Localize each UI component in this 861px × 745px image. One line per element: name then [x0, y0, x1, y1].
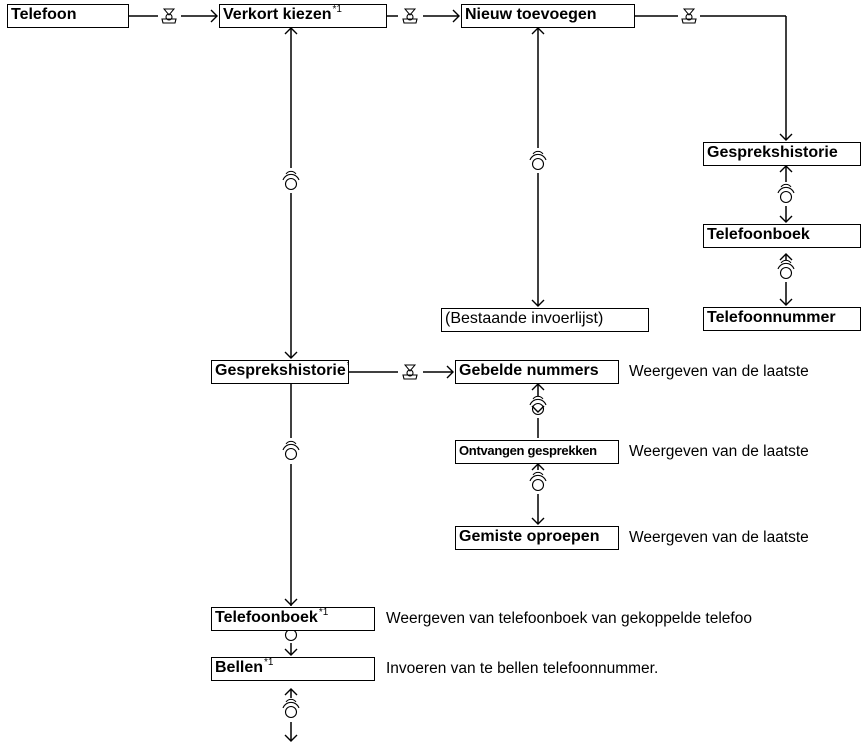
bestaande-invoerlijst-label: (Bestaande invoerlijst)	[445, 310, 604, 327]
footnote-mark: *1	[318, 607, 329, 618]
telefoonboek-box: Telefoonboek*1	[211, 607, 375, 631]
bestaande-invoerlijst-box: (Bestaande invoerlijst)	[441, 308, 649, 332]
telefoonnummer-label: Telefoonnummer	[707, 309, 836, 326]
rotate-knob-icon	[777, 259, 795, 280]
push-knob-icon	[402, 364, 418, 380]
gemiste-oproepen-label: Gemiste oproepen	[459, 528, 600, 545]
nieuw-toevoegen-label: Nieuw toevoegen	[465, 6, 597, 23]
push-knob-icon	[161, 8, 177, 24]
bellen-description: Invoeren van te bellen telefoonnummer.	[386, 660, 659, 677]
bellen-box: Bellen*1	[211, 657, 375, 681]
rotate-knob-icon	[529, 471, 547, 492]
telefoonboek-right-box: Telefoonboek	[703, 224, 861, 248]
rotate-knob-icon	[282, 698, 300, 719]
telefoonboek-label: Telefoonboek	[215, 609, 318, 626]
gemiste-oproepen-box: Gemiste oproepen	[455, 526, 619, 550]
gesprekshistorie-box: Gesprekshistorie*1	[211, 360, 349, 384]
telefoonboek-right-label: Telefoonboek	[707, 226, 810, 243]
verkort-kiezen-label: Verkort kiezen	[223, 6, 332, 23]
footnote-mark: *1	[264, 657, 274, 668]
rotate-knob-icon	[282, 440, 300, 461]
gebelde-nummers-description: Weergeven van de laatste	[629, 363, 809, 380]
gesprekshistorie-right-box: Gesprekshistorie	[703, 142, 861, 166]
rotate-knob-icon	[777, 183, 795, 204]
telefoonboek-description: Weergeven van telefoonboek van gekoppeld…	[386, 610, 752, 627]
nieuw-toevoegen-box: Nieuw toevoegen	[461, 4, 635, 28]
gesprekshistorie-label: Gesprekshistorie	[215, 362, 346, 379]
telefoon-label: Telefoon	[11, 6, 77, 23]
rotate-knob-icon	[282, 170, 300, 191]
footnote-mark: *1	[332, 4, 342, 15]
verkort-kiezen-box: Verkort kiezen*1	[219, 4, 387, 28]
ontvangen-gesprekken-label: Ontvangen gesprekken	[459, 443, 597, 458]
push-knob-icon	[402, 8, 418, 24]
push-knob-icon	[681, 8, 697, 24]
gebelde-nummers-label: Gebelde nummers	[459, 362, 599, 379]
gesprekshistorie-right-label: Gesprekshistorie	[707, 144, 838, 161]
rotate-knob-icon	[529, 150, 547, 171]
gebelde-nummers-box: Gebelde nummers	[455, 360, 619, 384]
footnote-mark: *1	[347, 361, 348, 371]
ontvangen-gesprekken-box: Ontvangen gesprekken	[455, 440, 619, 464]
ontvangen-gesprekken-description: Weergeven van de laatste	[629, 443, 809, 460]
telefoonnummer-box: Telefoonnummer	[703, 307, 861, 331]
telefoon-box: Telefoon	[7, 4, 129, 28]
gemiste-oproepen-description: Weergeven van de laatste	[629, 529, 809, 546]
bellen-label: Bellen	[215, 659, 264, 676]
